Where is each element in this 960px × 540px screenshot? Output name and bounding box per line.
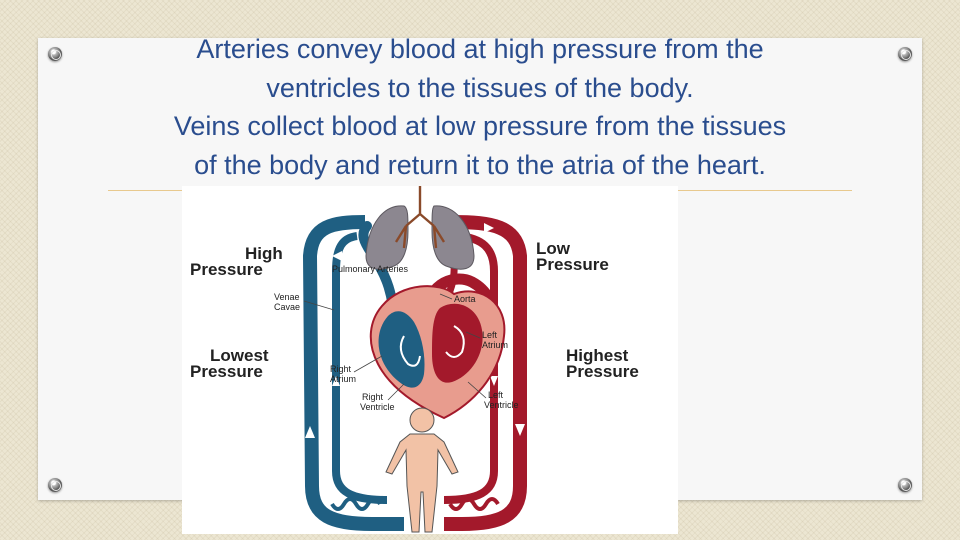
capillary-bed-right (448, 497, 500, 511)
highest-pressure-label-line2: Pressure (566, 362, 639, 381)
aorta-label: Aorta (454, 294, 476, 304)
big-labels: High Pressure Low Pressure Lowest Pressu… (190, 239, 639, 381)
pin-top-right-icon (898, 47, 912, 61)
title-line-1: Arteries convey blood at high pressure f… (196, 34, 764, 64)
arrow-left-top (332, 251, 342, 261)
right-atrium-label-line1: Right (330, 364, 352, 374)
title-line-4: of the body and return it to the atria o… (194, 149, 766, 180)
artery-outer-right (444, 215, 527, 531)
pin-top-left-icon (48, 47, 62, 61)
low-pressure-label-line1: Low (536, 239, 571, 258)
low-pressure-label-line2: Pressure (536, 255, 609, 274)
highest-pressure-label-line1: Highest (566, 346, 629, 365)
venae-cavae-label-line2: Cavae (274, 302, 300, 312)
left-lung (365, 205, 409, 270)
left-atrium-label-line1: Left (482, 330, 498, 340)
arrow-up-left-inner (332, 376, 340, 386)
right-ventricle-leader (387, 383, 405, 401)
left-ventricle-label-line2: Ventricle (484, 400, 519, 410)
left-atrium-leader (465, 331, 481, 339)
high-pressure-label-line2: Pressure (190, 260, 263, 279)
right-lung (431, 205, 475, 270)
title-line-3: Veins collect blood at low pressure from… (173, 111, 787, 141)
venae-cavae-label-line1: Venae (274, 292, 300, 302)
aorta-leader (439, 293, 453, 300)
human-body-icon (385, 407, 459, 533)
title-line-2: ventricles to the tissues of the body. (266, 72, 694, 103)
lowest-pressure-label-line2: Pressure (190, 362, 263, 381)
circulation-svg: High Pressure Low Pressure Lowest Pressu… (190, 186, 639, 533)
vein-outer-left (303, 215, 404, 531)
pin-bottom-right-icon (898, 478, 912, 492)
high-pressure-label-line1: High (245, 244, 283, 263)
pulmonary-arteries-label: Pulmonary Arteries (332, 264, 409, 274)
right-atrium-leader (353, 355, 383, 373)
pin-bottom-left-icon (48, 478, 62, 492)
lowest-pressure-label-line1: Lowest (210, 346, 269, 365)
body-head (409, 407, 435, 433)
body-torso (385, 433, 459, 533)
vein-inner-left (332, 232, 388, 504)
circulation-diagram: High Pressure Low Pressure Lowest Pressu… (182, 186, 678, 534)
arrow-up-left-outer (305, 426, 315, 438)
small-labels: Pulmonary Arteries Venae Cavae Aorta Lef… (274, 264, 519, 412)
capillary-bed-left (330, 497, 382, 511)
right-atrium-label-line2: Atrium (330, 374, 356, 384)
heart-flow-swirl-right (399, 335, 421, 367)
left-ventricle-leader (467, 381, 487, 399)
left-ventricle-label-line1: Left (488, 390, 504, 400)
right-ventricle-label-line1: Right (362, 392, 384, 402)
lungs-icon (365, 186, 475, 270)
left-atrium-label-line2: Atrium (482, 340, 508, 350)
left-heart-chamber (432, 303, 483, 383)
leader-lines (303, 293, 487, 401)
heart-icon (369, 285, 506, 420)
arrow-down-right-inner (490, 376, 498, 386)
right-ventricle-label-line2: Ventricle (360, 402, 395, 412)
arrow-right-top (484, 223, 494, 233)
venae-cavae-leader (303, 300, 335, 311)
slide-title: Arteries convey blood at high pressure f… (80, 30, 880, 184)
trachea (394, 186, 446, 249)
heart-flow-swirl-left (445, 325, 465, 358)
flow-arrows (305, 223, 525, 438)
arrow-down-right-outer (515, 424, 525, 436)
